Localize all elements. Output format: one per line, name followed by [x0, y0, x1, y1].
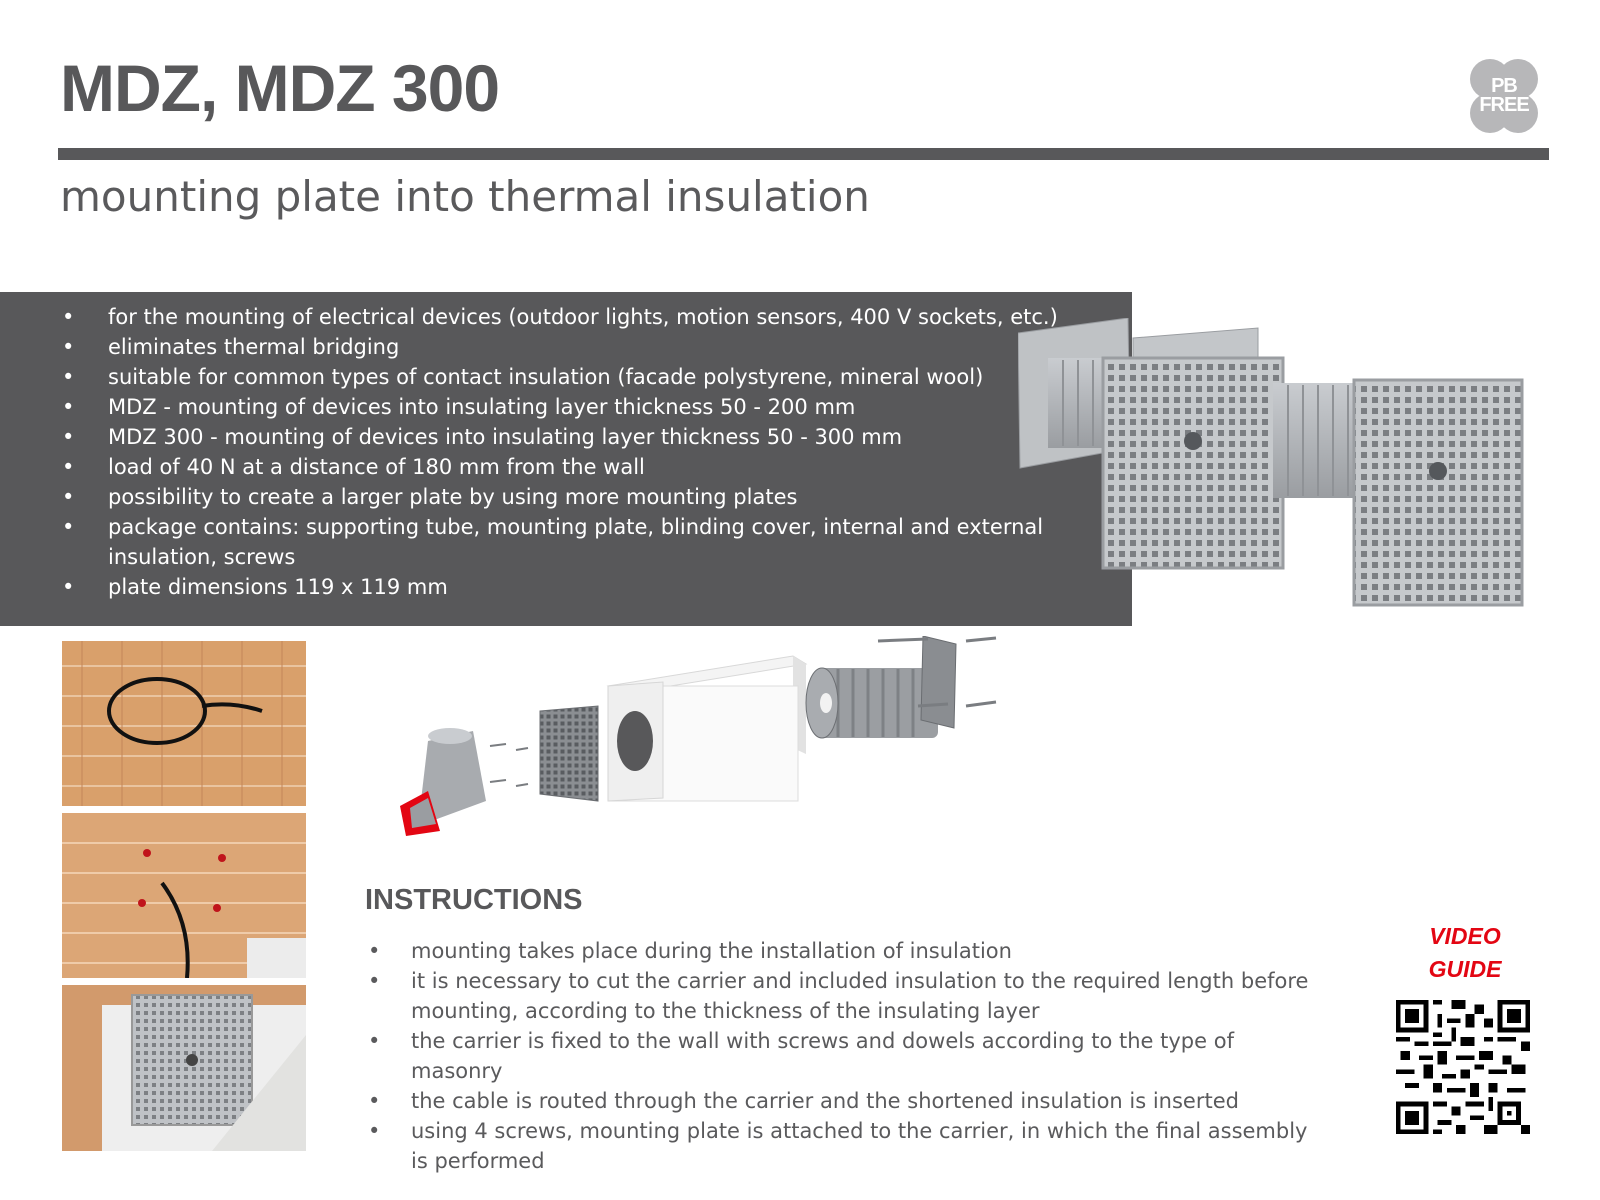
feature-item: MDZ 300 - mounting of devices into insul…	[60, 422, 1100, 452]
instructions-heading: INSTRUCTIONS	[365, 884, 583, 916]
qr-code-icon[interactable]	[1396, 1000, 1530, 1134]
instruction-item: mounting takes place during the installa…	[368, 936, 1328, 966]
installation-photo-drilling	[62, 813, 306, 978]
instruction-item: using 4 screws, mounting plate is attach…	[368, 1116, 1328, 1176]
plate-screws	[489, 743, 529, 787]
feature-item: package contains: supporting tube, mount…	[60, 512, 1100, 572]
page-subtitle: mounting plate into thermal insulation	[60, 172, 870, 221]
product-image	[1018, 318, 1524, 607]
exploded-assembly-diagram	[400, 636, 997, 836]
feature-item: MDZ - mounting of devices into insulatin…	[60, 392, 1100, 422]
logo-text-pb: PB	[1491, 75, 1518, 97]
video-guide-line1: VIDEO	[1429, 923, 1501, 949]
wall-flange-part	[920, 636, 957, 729]
instruction-item: the cable is routed through the carrier …	[368, 1086, 1328, 1116]
title-divider	[58, 148, 1549, 160]
installation-photo-mounted	[62, 985, 306, 1151]
instruction-item: it is necessary to cut the carrier and i…	[368, 966, 1328, 1026]
instruction-item: the carrier is fixed to the wall with sc…	[368, 1026, 1328, 1086]
insulation-block-part	[606, 655, 808, 802]
blinding-cover-part	[400, 728, 486, 836]
video-guide-label: VIDEO GUIDE	[1390, 920, 1540, 986]
mounting-plate-part	[539, 705, 599, 802]
features-panel: for the mounting of electrical devices (…	[0, 292, 1132, 626]
page-title: MDZ, MDZ 300	[60, 51, 500, 125]
feature-item: plate dimensions 119 x 119 mm	[60, 572, 1100, 602]
instructions-list: mounting takes place during the installa…	[368, 936, 1328, 1176]
pb-free-logo: PB FREE	[1462, 55, 1546, 139]
feature-item: suitable for common types of contact ins…	[60, 362, 1100, 392]
feature-item: for the mounting of electrical devices (…	[60, 302, 1100, 332]
wall-screws	[877, 636, 997, 708]
feature-item: load of 40 N at a distance of 180 mm fro…	[60, 452, 1100, 482]
installation-photo-cable	[62, 641, 306, 806]
video-guide-line2: GUIDE	[1428, 956, 1502, 982]
features-list: for the mounting of electrical devices (…	[60, 302, 1100, 602]
feature-item: possibility to create a larger plate by …	[60, 482, 1100, 512]
feature-item: eliminates thermal bridging	[60, 332, 1100, 362]
logo-text-free: FREE	[1479, 94, 1529, 116]
clover-icon	[1470, 59, 1538, 133]
supporting-tube-part	[805, 667, 938, 739]
